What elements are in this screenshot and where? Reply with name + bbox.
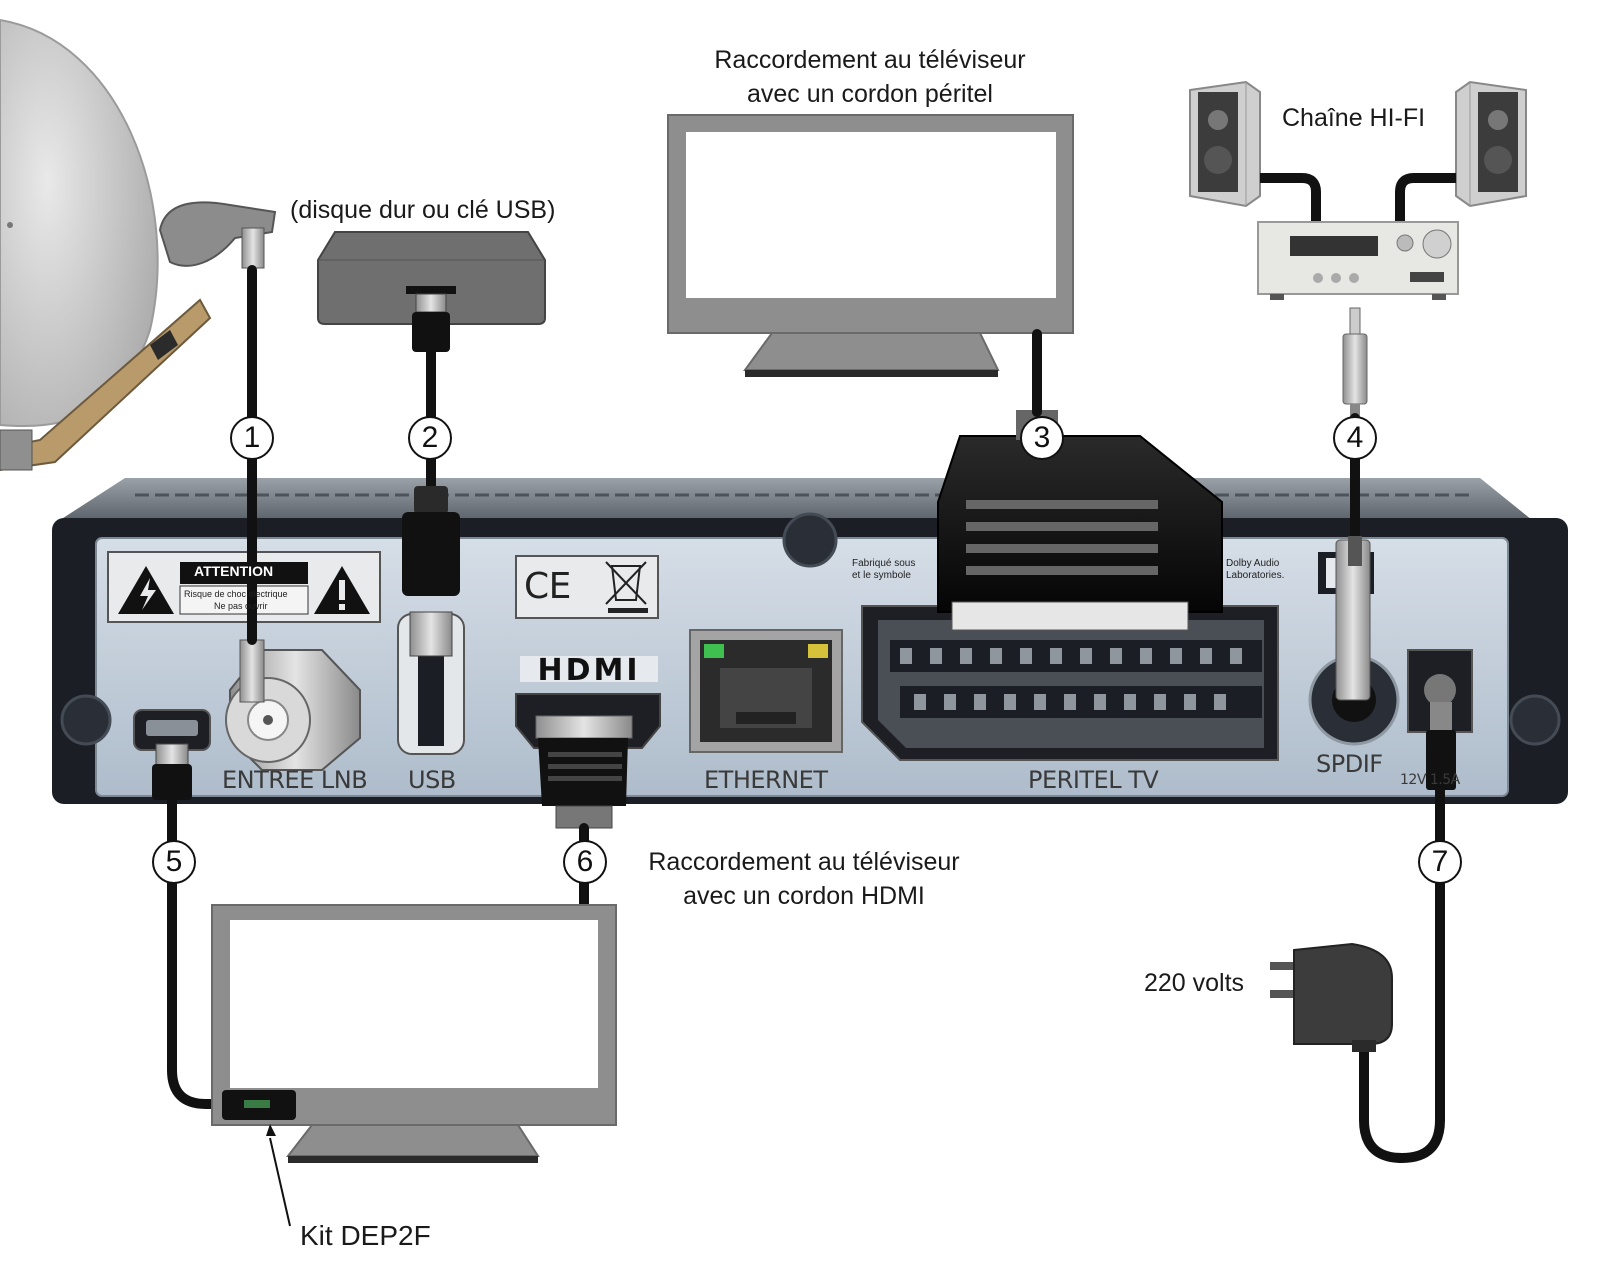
usb-device-label: (disque dur ou clé USB) (290, 196, 556, 224)
ce-weee-plate (515, 555, 659, 619)
dc-power-port[interactable] (1407, 649, 1473, 790)
callout-4: 4 (1333, 416, 1377, 460)
kit-label: Kit DEP2F (300, 1220, 431, 1251)
power-adapter (1270, 942, 1393, 1052)
dolby-line1: Dolby Audio (1226, 558, 1280, 569)
lnb-connector[interactable] (225, 639, 361, 771)
cable-5 (167, 795, 235, 1109)
port-label-spdif: SPDIF (1316, 750, 1383, 778)
callout-5: 5 (152, 840, 196, 884)
hdmi-port[interactable]: HDMI (515, 653, 661, 829)
callout-2: 2 (408, 416, 452, 460)
scart-plug (937, 410, 1223, 631)
callout-6: 6 (563, 840, 607, 884)
port-label-power-rating: 12V 1.5A (1400, 772, 1460, 788)
warning-line2: Ne pas ouvrir (214, 601, 268, 611)
warning-line1: Risque de choc électrique (184, 589, 288, 599)
tv-hdmi (211, 904, 617, 1163)
svg-text:HDMI: HDMI (537, 653, 640, 688)
dolby-line2: Laboratories. (1226, 570, 1285, 581)
kit-arrow (266, 1124, 291, 1227)
cable-7 (1359, 785, 1445, 1164)
port-label-ethernet: ETHERNET (704, 766, 828, 794)
port-label-lnb: ENTREE LNB (222, 766, 368, 794)
usb-hard-drive (317, 231, 546, 352)
hdmi-logo: HDMI (520, 653, 658, 688)
hifi-label: Chaîne HI-FI (1282, 104, 1426, 132)
tv-hdmi-label-line2: avec un cordon HDMI (683, 882, 925, 910)
callout-1: 1 (230, 416, 274, 460)
tv-scart-label-line2: avec un cordon péritel (747, 80, 993, 108)
satellite-dish (0, 18, 277, 472)
ethernet-port[interactable] (689, 629, 843, 753)
usb-port[interactable] (397, 611, 465, 755)
mini-usb-port[interactable] (133, 709, 211, 800)
callout-3: 3 (1020, 416, 1064, 460)
port-label-usb: USB (408, 766, 456, 794)
port-label-peritel: PERITEL TV (1028, 766, 1159, 794)
ce-mark: CE (524, 566, 571, 607)
tv-hdmi-label-line1: Raccordement au téléviseur (648, 848, 960, 876)
tv-scart (667, 114, 1074, 377)
scart-socket[interactable] (861, 605, 1279, 761)
fabrique-line1: Fabriqué sous (852, 558, 916, 569)
warning-plate (107, 551, 381, 623)
fabrique-line2: et le symbole (852, 570, 911, 581)
rca-plug (1348, 536, 1362, 566)
usb-cable-plug (402, 486, 460, 596)
callout-7: 7 (1418, 840, 1462, 884)
power-label: 220 volts (1144, 969, 1245, 997)
hifi-system (1189, 80, 1527, 418)
tv-scart-label-line1: Raccordement au téléviseur (714, 46, 1026, 74)
warning-title: ATTENTION (194, 563, 274, 579)
